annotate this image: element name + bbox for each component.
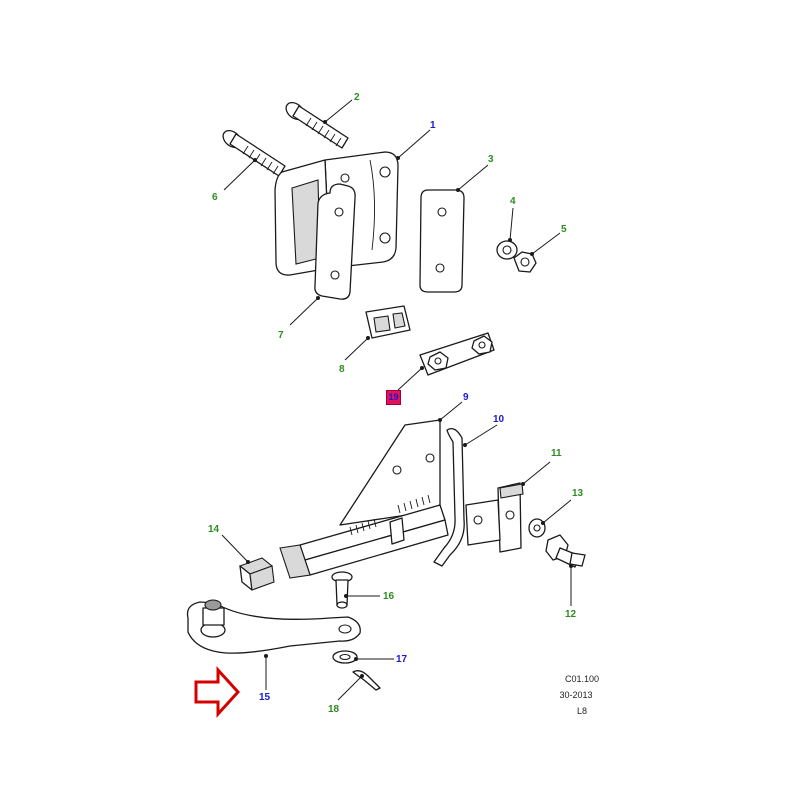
part-2-bolt (285, 101, 349, 149)
callout-17: 17 (396, 654, 408, 665)
reference-date: 30-2013 (559, 690, 593, 700)
callout-8: 8 (339, 364, 345, 375)
callout-5: 5 (561, 224, 567, 235)
part-7-plate (314, 183, 356, 300)
callout-6: 6 (212, 192, 218, 203)
part-5-nut (513, 251, 537, 273)
callout-16: 16 (383, 591, 395, 602)
callout-13: 13 (572, 488, 584, 499)
part-17-washer (332, 650, 358, 664)
reference-code: C01.100 (564, 674, 600, 684)
part-18-split-pin (352, 670, 381, 691)
part-8-clip (365, 305, 411, 339)
reference-sheet: L8 (576, 706, 587, 716)
callout-7: 7 (278, 330, 284, 341)
leader-lines (221, 99, 573, 701)
callout-4: 4 (510, 196, 516, 207)
part-15-arm (186, 599, 361, 654)
callout-19-highlight: 19 (386, 390, 401, 405)
callout-11: 11 (551, 448, 562, 459)
part-10-rod (433, 427, 465, 567)
part-14-block (238, 557, 275, 591)
part-11-hinge-half (465, 482, 524, 553)
part-3-plate (419, 189, 465, 293)
part-6-bolt (222, 129, 286, 177)
callout-9: 9 (463, 392, 469, 403)
part-16-pin (331, 571, 353, 609)
callout-14: 14 (208, 524, 220, 535)
outline-arrow-right-icon (194, 666, 241, 718)
callout-2: 2 (354, 92, 360, 103)
callout-19: 19 (388, 392, 399, 402)
callout-15: 15 (259, 692, 271, 703)
part-13-washer (528, 518, 546, 538)
callout-numbers: 1 2 3 4 5 6 7 8 9 10 11 12 13 14 15 16 1… (208, 92, 584, 715)
part-4-washer (496, 240, 518, 260)
part-9-bracket (279, 419, 449, 579)
callout-18: 18 (328, 704, 340, 715)
callout-12: 12 (565, 609, 577, 620)
part-19-nut-plate (419, 332, 495, 376)
part-12-bolt (545, 534, 586, 568)
callout-10: 10 (493, 414, 505, 425)
callout-3: 3 (488, 154, 494, 165)
callout-1: 1 (430, 120, 436, 131)
